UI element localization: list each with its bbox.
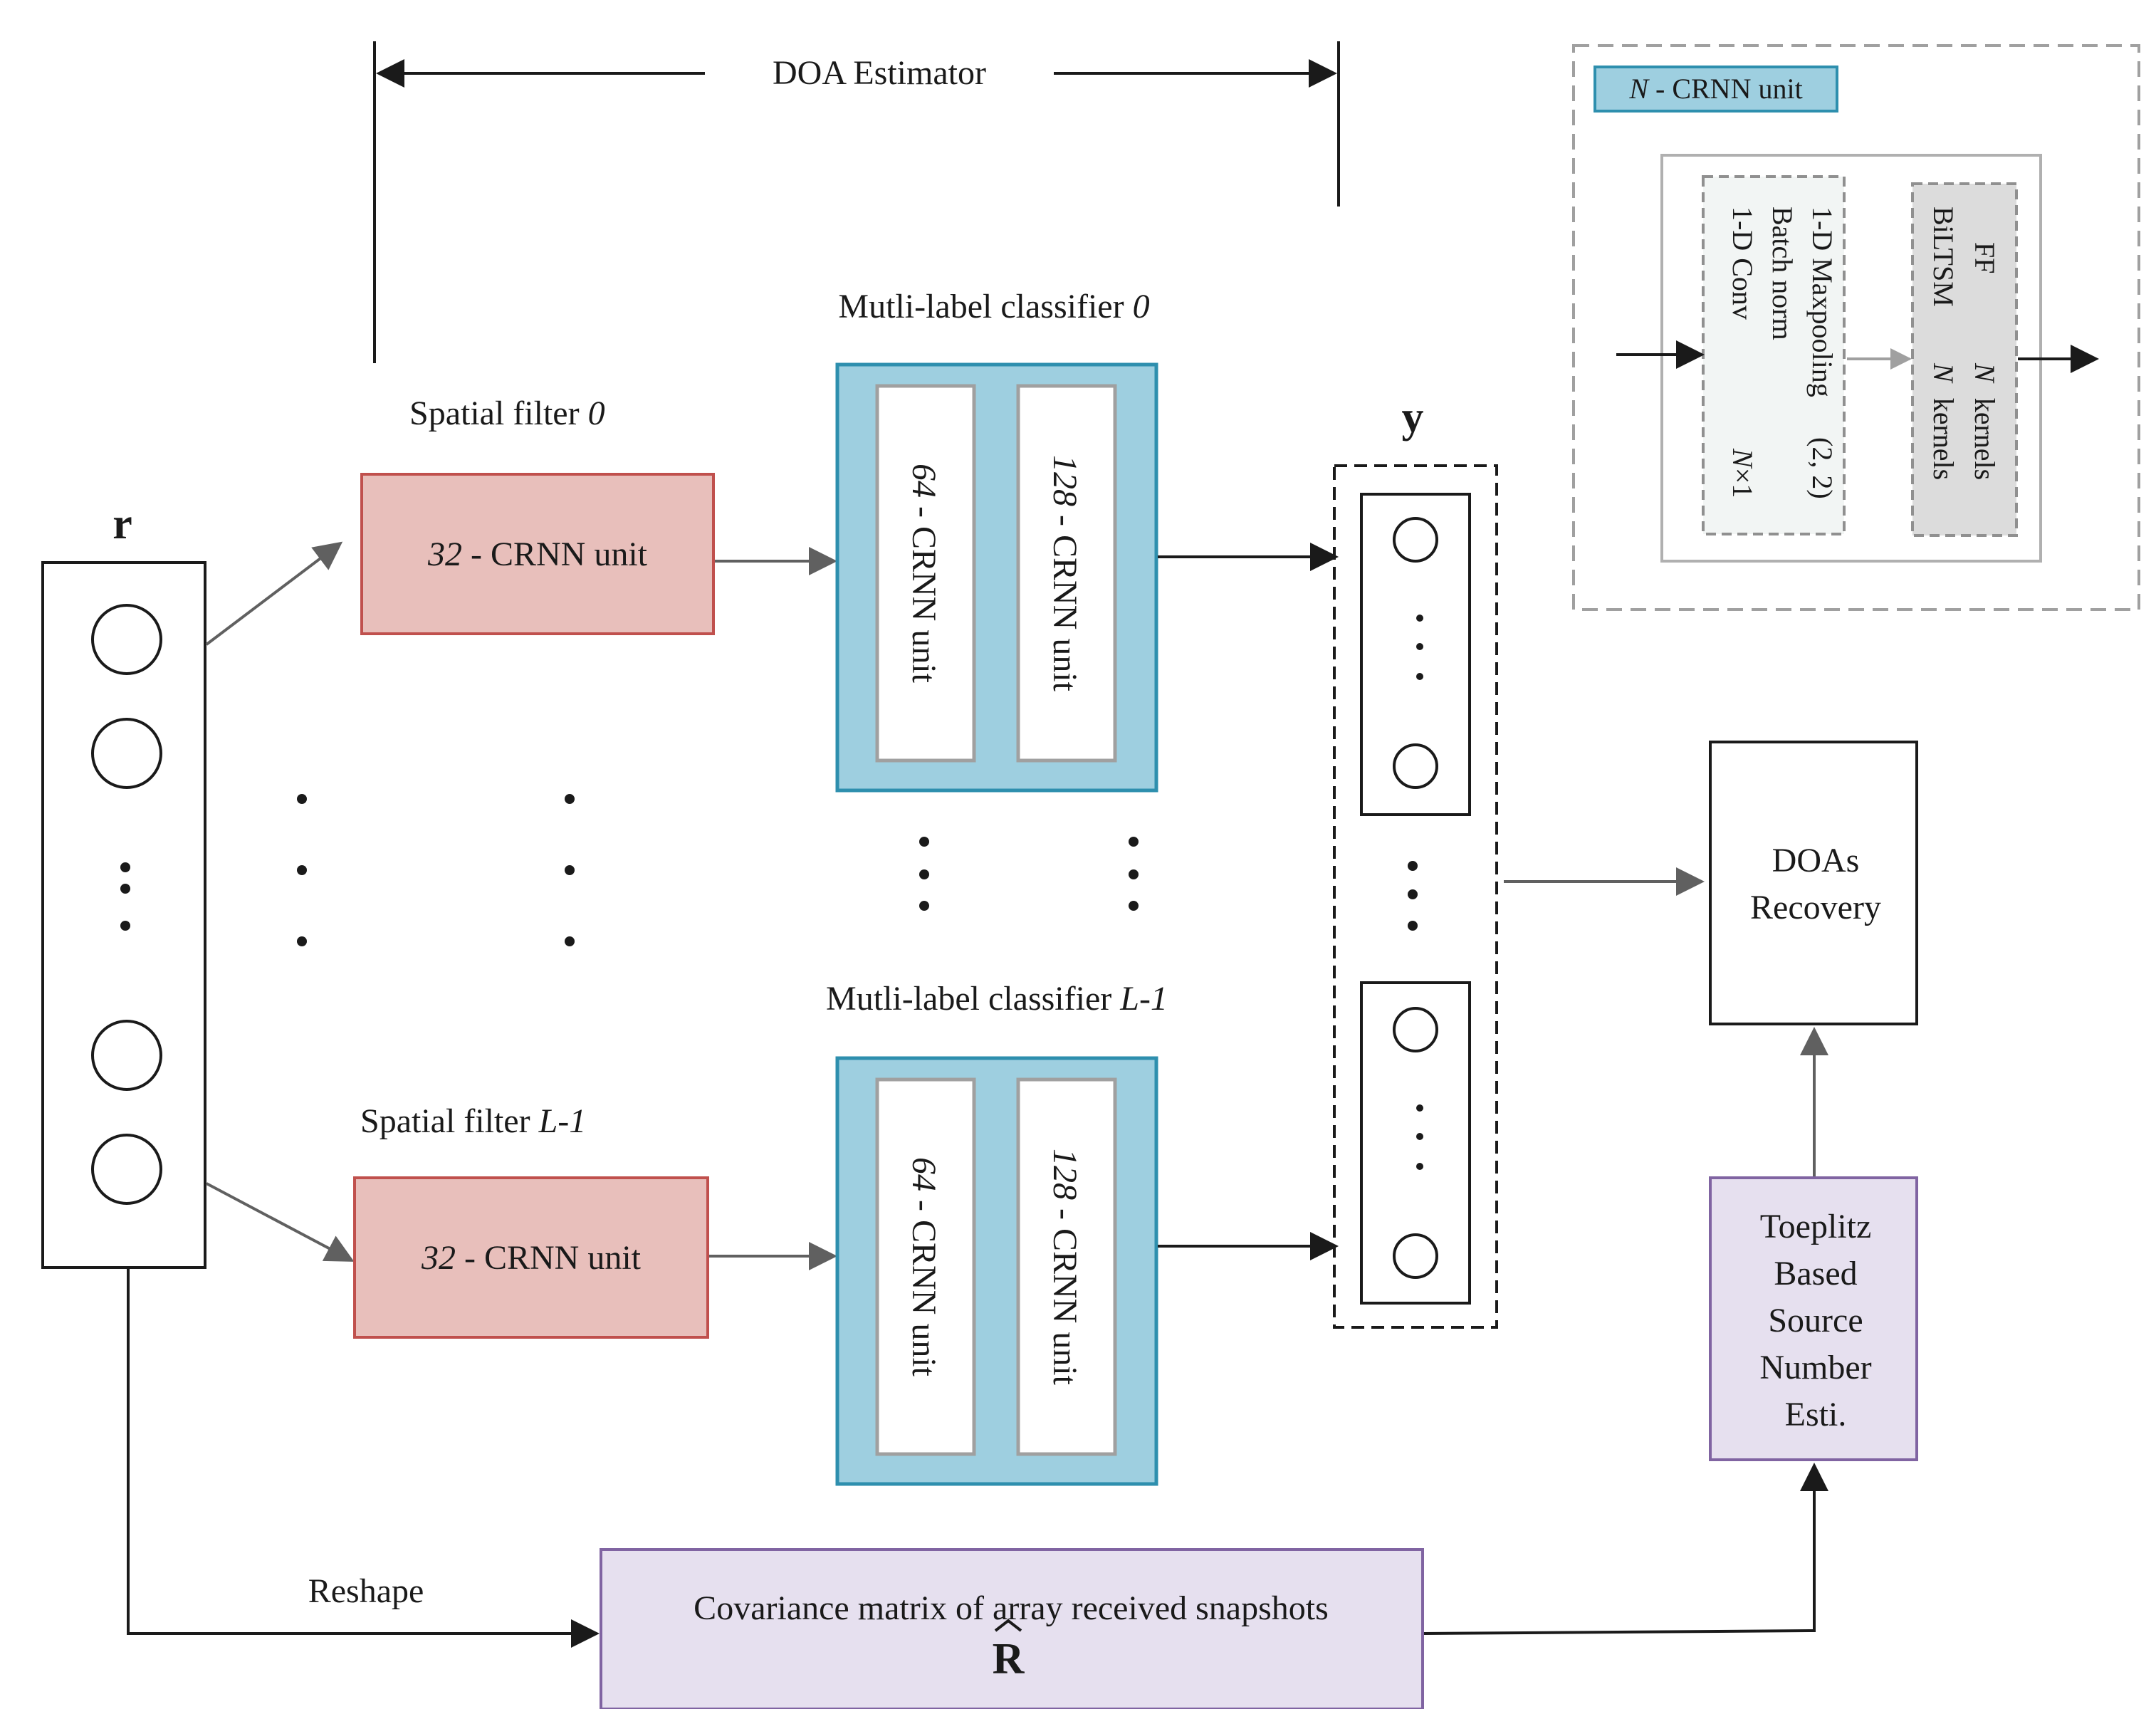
classifier-0: Mutli-label classifier 0 64 - CRNN unit … bbox=[835, 288, 1158, 793]
arrow-r-to-filter-l1 bbox=[206, 1182, 355, 1262]
classifier-l1: Mutli-label classifier L-1 64 - CRNN uni… bbox=[826, 980, 1168, 1486]
classifier-0-unit-64-label: 64 - CRNN unit bbox=[905, 464, 943, 684]
spatial-filter-0-unit: 32 - CRNN unit bbox=[427, 535, 648, 573]
classifier-l1-unit-128-label: 128 - CRNN unit bbox=[1046, 1149, 1084, 1386]
legend-conv-param: N×1 bbox=[1727, 448, 1759, 498]
arrow-r-to-filter-0 bbox=[205, 541, 343, 646]
doa-estimator-label: DOA Estimator bbox=[773, 54, 986, 92]
classifier-0-title: Mutli-label classifier 0 bbox=[838, 288, 1149, 325]
classifier-0-unit-128-label: 128 - CRNN unit bbox=[1046, 455, 1084, 692]
output-group-l1 bbox=[1360, 981, 1471, 1305]
toeplitz-line: Based bbox=[1774, 1255, 1857, 1292]
output-label: y bbox=[1402, 393, 1424, 441]
classifiers-ellipsis bbox=[919, 837, 1139, 911]
input-node bbox=[91, 1134, 162, 1205]
classifier-l1-unit-128 bbox=[1016, 1077, 1117, 1456]
doas-recovery-box bbox=[1709, 741, 1918, 1025]
doas-recovery: DOAs Recovery bbox=[1709, 741, 1918, 1025]
input-node bbox=[91, 1020, 162, 1091]
classifier-0-unit-128 bbox=[1016, 384, 1117, 763]
legend-title: N - CRNN unit bbox=[1628, 73, 1802, 105]
legend-title-box bbox=[1594, 66, 1838, 113]
spatial-filter-0-title: Spatial filter 0 bbox=[409, 394, 605, 432]
toeplitz-box bbox=[1709, 1176, 1918, 1461]
arrow-reshape bbox=[127, 1269, 600, 1648]
output-vector: y bbox=[1333, 393, 1498, 1329]
spatial-filter-0: Spatial filter 0 32 - CRNN unit bbox=[360, 394, 715, 635]
covariance-text: Covariance matrix of array received snap… bbox=[694, 1589, 1329, 1627]
toeplitz-estimator: Toeplitz Based Source Number Esti. bbox=[1709, 1176, 1918, 1461]
doas-recovery-line1: DOAs bbox=[1772, 842, 1860, 879]
classifier-l1-unit-64-label: 64 - CRNN unit bbox=[905, 1157, 943, 1377]
classifier-l1-unit-64 bbox=[875, 1077, 976, 1456]
legend-maxpool-label: 1-D Maxpooling bbox=[1806, 207, 1838, 397]
covariance-symbol: R bbox=[993, 1635, 1025, 1683]
covariance-box bbox=[600, 1548, 1424, 1709]
legend-maxpool-param: (2, 2) bbox=[1806, 437, 1838, 499]
reshape-label: Reshape bbox=[308, 1572, 424, 1610]
spatial-filter-l1-title: Spatial filter L-1 bbox=[360, 1102, 586, 1140]
spatial-filter-l1-box bbox=[353, 1176, 709, 1339]
toeplitz-line: Number bbox=[1759, 1349, 1871, 1386]
output-group-0 bbox=[1360, 493, 1471, 816]
legend-batchnorm-label: Batch norm bbox=[1767, 207, 1799, 340]
toeplitz-line: Source bbox=[1768, 1302, 1863, 1339]
input-node bbox=[91, 718, 162, 789]
toeplitz-line: Esti. bbox=[1785, 1396, 1847, 1433]
legend-ff-param: Nkernels bbox=[1969, 362, 2001, 480]
doa-estimator-span: DOA Estimator bbox=[373, 41, 1340, 363]
legend-biltsm-label: BiLTSM bbox=[1927, 207, 1959, 307]
legend-conv-block bbox=[1702, 175, 1846, 535]
legend-conv-label: 1-D Conv bbox=[1727, 207, 1759, 320]
classifier-0-unit-64 bbox=[875, 384, 976, 763]
output-dashed-frame bbox=[1333, 464, 1498, 1329]
covariance-matrix: Covariance matrix of array received snap… bbox=[600, 1548, 1424, 1709]
filters-ellipsis bbox=[297, 794, 575, 946]
input-node bbox=[91, 604, 162, 675]
spatial-filter-l1: Spatial filter L-1 32 - CRNN unit bbox=[353, 1102, 709, 1339]
spatial-filter-l1-unit: 32 - CRNN unit bbox=[421, 1239, 642, 1277]
spatial-filter-0-box bbox=[360, 473, 715, 635]
hat-icon bbox=[994, 1619, 1022, 1632]
legend-dashed-frame bbox=[1572, 44, 2140, 611]
arrow-covariance-to-toeplitz bbox=[1423, 1463, 1828, 1635]
toeplitz-line: Toeplitz bbox=[1760, 1208, 1872, 1245]
input-vector: r bbox=[41, 500, 206, 1269]
legend-biltsm-param: Nkernels bbox=[1927, 362, 1959, 480]
legend-ff-label: FF bbox=[1969, 242, 2001, 274]
legend-rnn-block bbox=[1911, 182, 2018, 537]
crnn-unit-legend: N - CRNN unit 1-D Maxpooling (2, 2) Batc… bbox=[1572, 44, 2140, 611]
doas-recovery-line2: Recovery bbox=[1750, 889, 1881, 926]
input-label: r bbox=[112, 500, 132, 548]
classifier-l1-title: Mutli-label classifier L-1 bbox=[826, 980, 1168, 1018]
